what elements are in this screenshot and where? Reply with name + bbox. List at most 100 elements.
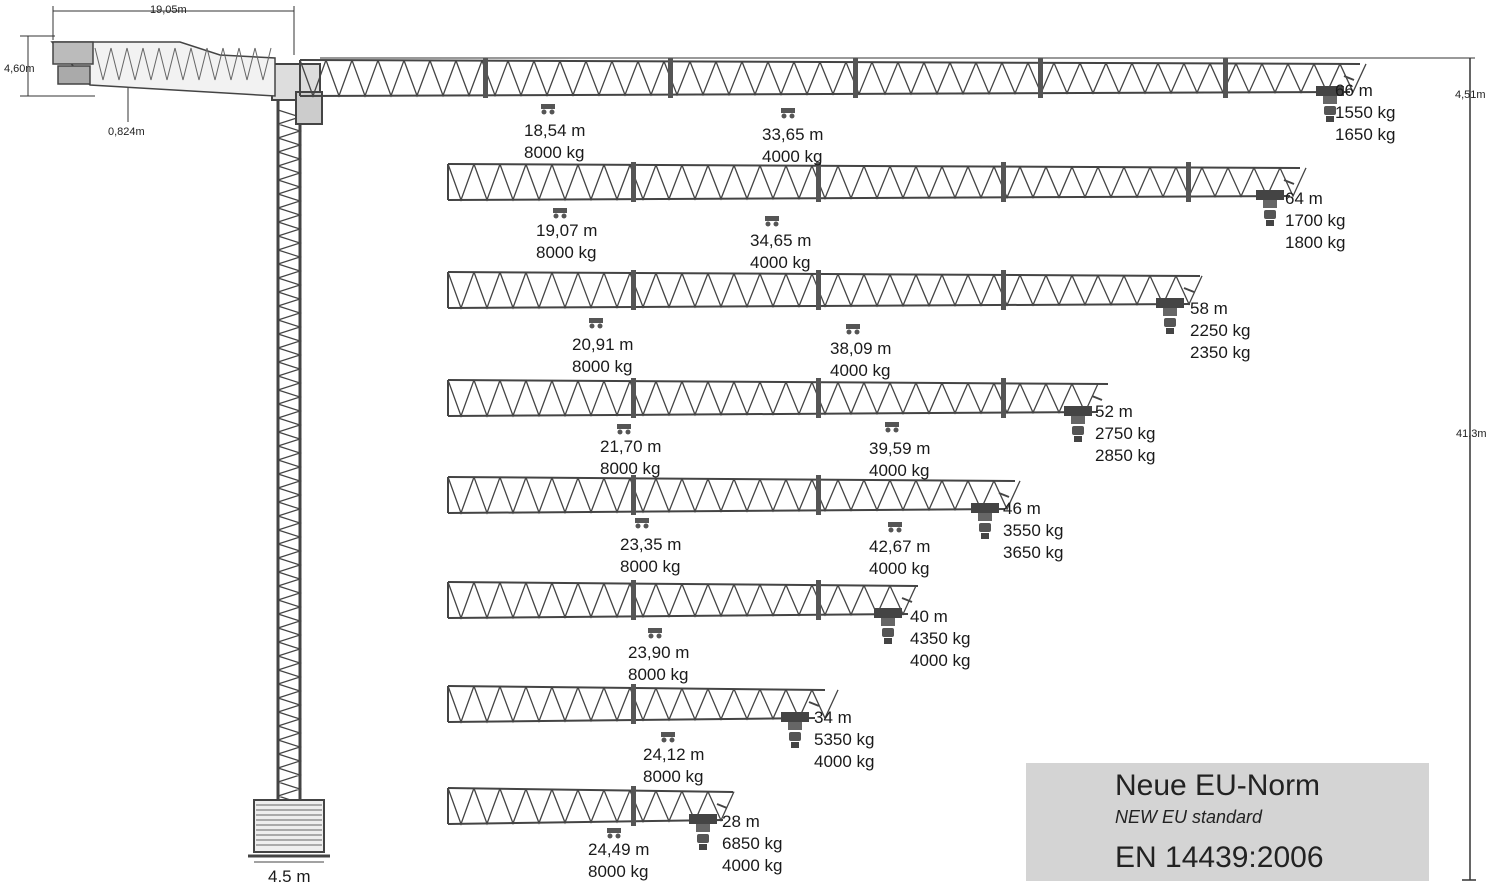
- norm-subtitle: NEW EU standard: [1115, 807, 1263, 827]
- jib-6-tip-label-line-2: 4350 kg: [910, 629, 971, 648]
- jib-6-tip-label: 40 m 4350 kg 4000 kg: [910, 606, 971, 672]
- jib-8-tip-label: 28 m 6850 kg 4000 kg: [722, 811, 783, 877]
- jib-8-point-1-label: 24,49 m 8000 kg: [588, 839, 649, 883]
- tip-hook-5: [971, 492, 1010, 539]
- tip-height-label: 4,51m: [1455, 89, 1486, 101]
- tip-hook-6: [874, 597, 913, 644]
- jib-5-point-1-label: 23,35 m 8000 kg: [620, 534, 681, 578]
- tip-hook-7: [781, 701, 820, 748]
- jib-6-point-1-label-line-2: 8000 kg: [628, 665, 689, 684]
- jib-8-tip-label-line-3: 4000 kg: [722, 856, 783, 875]
- jib-7-tip-label-line-3: 4000 kg: [814, 752, 875, 771]
- trolley-7-1: [661, 732, 675, 743]
- jib-5-point-1-label-line-2: 8000 kg: [620, 557, 681, 576]
- jib-8: [447, 786, 735, 826]
- jib-3-tip-label-line-2: 2250 kg: [1190, 321, 1251, 340]
- tip-hook-1: [1316, 75, 1355, 122]
- trolley-3-1: [589, 318, 603, 329]
- tower-base: [248, 799, 330, 863]
- norm-code: EN 14439:2006: [1115, 841, 1324, 874]
- jib-1-point-2-label-line-1: 33,65 m: [762, 125, 824, 144]
- trolley-1-2: [781, 108, 795, 119]
- jib-4-tip-label-line-1: 52 m: [1095, 402, 1133, 421]
- jib-1-point-1-label-line-1: 18,54 m: [524, 121, 586, 140]
- jib-8-tip-label-line-2: 6850 kg: [722, 834, 783, 853]
- jib-7-tip-label-line-1: 34 m: [814, 708, 852, 727]
- jib-5-tip-label-line-2: 3550 kg: [1003, 521, 1064, 540]
- tip-hook-8: [689, 803, 728, 850]
- jib-3-point-1-label-line-2: 8000 kg: [572, 357, 633, 376]
- jib-5-tip-label-line-3: 3650 kg: [1003, 543, 1064, 562]
- jib-4-point-1-label-line-1: 21,70 m: [600, 437, 662, 456]
- tip-hook-4: [1064, 395, 1103, 442]
- trolley-6-1: [648, 628, 662, 639]
- trolley-5-2: [888, 522, 902, 533]
- counter-offset-label: 0,824m: [108, 126, 145, 138]
- slewing-head: [271, 63, 323, 125]
- tip-hook-2: [1256, 179, 1295, 226]
- jib-7: [447, 684, 839, 724]
- trolley-4-2: [885, 422, 899, 433]
- jib-4: [447, 378, 1109, 418]
- jib-3-point-1-label-line-1: 20,91 m: [572, 335, 634, 354]
- jib-4-point-2-label-line-1: 39,59 m: [869, 439, 931, 458]
- jib-1-tip-label-line-2: 1550 kg: [1335, 103, 1396, 122]
- jib-3-tip-label: 58 m 2250 kg 2350 kg: [1190, 298, 1251, 364]
- jib-8-point-1-label-line-1: 24,49 m: [588, 840, 650, 859]
- counter-jib-length-label: 19,05m: [150, 4, 187, 16]
- jib-5-point-1-label-line-1: 23,35 m: [620, 535, 682, 554]
- trolley-4-1: [617, 424, 631, 435]
- jib-2-tip-label-line-2: 1700 kg: [1285, 211, 1346, 230]
- norm-box: Neue EU-Norm NEW EU standard EN 14439:20…: [1026, 763, 1429, 881]
- jib-2-point-2-label: 34,65 m 4000 kg: [750, 230, 811, 274]
- jib-8-tip-label-line-1: 28 m: [722, 812, 760, 831]
- tower: [276, 96, 302, 839]
- jib-4-point-2-label-line-2: 4000 kg: [869, 461, 930, 480]
- jib-4-point-1-label-line-2: 8000 kg: [600, 459, 661, 478]
- jib-3-tip-label-line-3: 2350 kg: [1190, 343, 1251, 362]
- jib-6: [447, 580, 919, 620]
- jib-2-point-2-label-line-1: 34,65 m: [750, 231, 812, 250]
- jib-6-tip-label-line-3: 4000 kg: [910, 651, 971, 670]
- norm-title: Neue EU-Norm: [1115, 769, 1321, 802]
- jib-7-point-1-label-line-2: 8000 kg: [643, 767, 704, 786]
- jib-6-point-1-label-line-1: 23,90 m: [628, 643, 690, 662]
- jib-2-point-2-label-line-2: 4000 kg: [750, 253, 811, 272]
- jib-8-point-1-label-line-2: 8000 kg: [588, 862, 649, 881]
- jib-4-point-2-label: 39,59 m 4000 kg: [869, 438, 930, 482]
- trolley-2-1: [553, 208, 567, 219]
- jib-5-point-2-label-line-2: 4000 kg: [869, 559, 930, 578]
- jib-4-point-1-label: 21,70 m 8000 kg: [600, 436, 661, 480]
- jib-3: [447, 270, 1203, 310]
- jib-1-point-1-label: 18,54 m 8000 kg: [524, 120, 585, 164]
- trolley-8-1: [607, 828, 621, 839]
- counter-jib-height-label: 4,60m: [4, 63, 35, 75]
- jib-4-tip-label-line-2: 2750 kg: [1095, 424, 1156, 443]
- jib-3-point-2-label-line-2: 4000 kg: [830, 361, 891, 380]
- jib-3-point-1-label: 20,91 m 8000 kg: [572, 334, 633, 378]
- tip-hook-3: [1156, 287, 1195, 334]
- jib-1-point-1-label-line-2: 8000 kg: [524, 143, 585, 162]
- jib-1-tip-label-line-1: 66 m: [1335, 81, 1373, 100]
- jib-1: [299, 58, 1367, 98]
- jib-5: [447, 475, 1021, 515]
- jib-3-point-2-label-line-1: 38,09 m: [830, 339, 892, 358]
- trolley-2-2: [765, 216, 779, 227]
- counter-jib: [50, 41, 276, 97]
- jib-3-tip-label-line-1: 58 m: [1190, 299, 1228, 318]
- hook-height-label: 41,3m: [1456, 428, 1487, 440]
- jib-5-point-2-label-line-1: 42,67 m: [869, 537, 931, 556]
- jib-2-tip-label-line-3: 1800 kg: [1285, 233, 1346, 252]
- base-width-label: 4.5 m: [268, 867, 311, 886]
- jib-6-tip-label-line-1: 40 m: [910, 607, 948, 626]
- dimension-lines: [20, 6, 1476, 881]
